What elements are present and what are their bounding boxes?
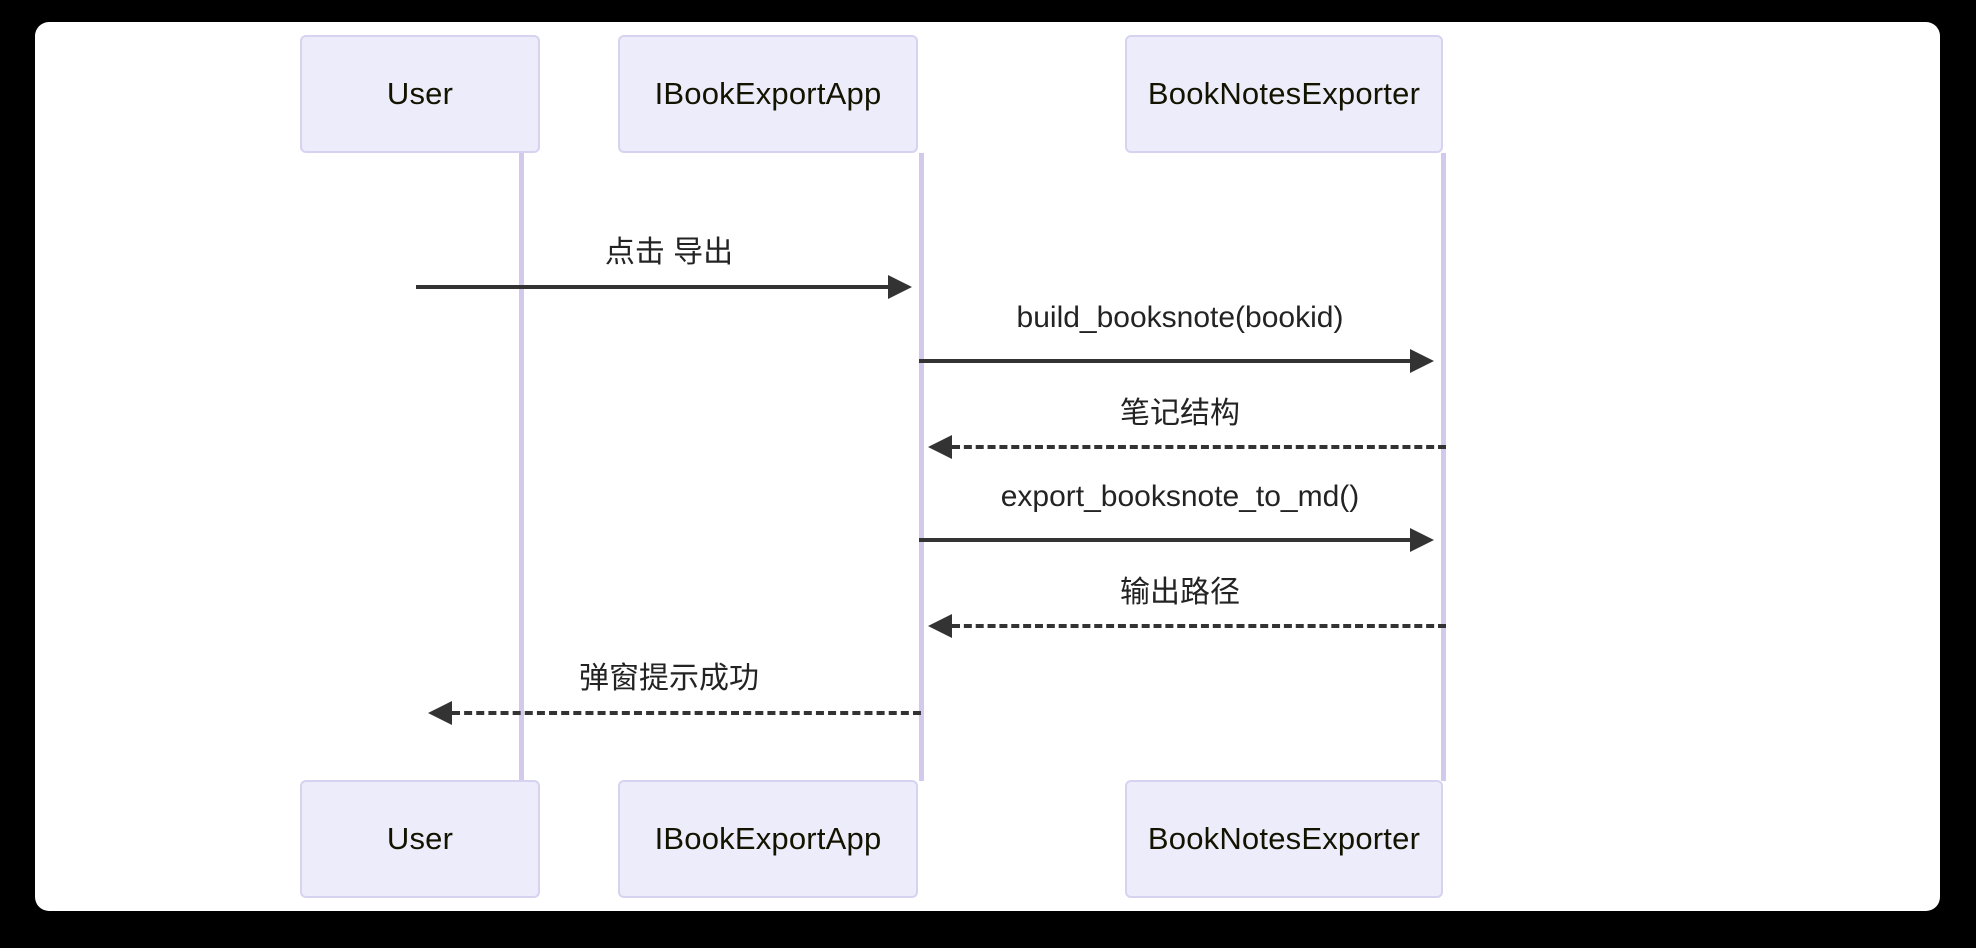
participant-label-booknotesexporter-top: BookNotesExporter	[1147, 76, 1421, 111]
participant-label-ibookexportapp-top: IBookExportApp	[654, 76, 882, 111]
participant-label-user-top: User	[386, 76, 454, 111]
participant-box-user-bottom[interactable]: User	[300, 780, 540, 898]
lifeline-ibookexportapp	[919, 153, 924, 781]
message-label-2: build_booksnote(bookid)	[1016, 301, 1344, 334]
participant-label-booknotesexporter-bottom: BookNotesExporter	[1147, 821, 1421, 856]
sequence-diagram: User IBookExportApp BookNotesExporter 点击…	[35, 22, 1940, 911]
message-label-6: 弹窗提示成功	[579, 662, 759, 695]
participant-box-booknotesexporter-bottom[interactable]: BookNotesExporter	[1125, 780, 1443, 898]
diagram-canvas: User IBookExportApp BookNotesExporter 点击…	[35, 22, 1940, 911]
participant-box-ibookexportapp-top[interactable]: IBookExportApp	[618, 35, 918, 153]
participant-label-ibookexportapp-bottom: IBookExportApp	[654, 821, 882, 856]
lifeline-booknotesexporter	[1441, 153, 1446, 781]
message-arrowhead-3	[928, 435, 952, 459]
participant-label-user-bottom: User	[386, 821, 454, 856]
message-arrowhead-6	[428, 701, 452, 725]
message-arrowhead-2	[1410, 349, 1434, 373]
message-label-4: export_booksnote_to_md()	[1000, 480, 1360, 513]
message-line-6	[452, 711, 921, 715]
lifeline-user	[519, 153, 524, 781]
message-arrowhead-5	[928, 614, 952, 638]
message-label-1: 点击 导出	[604, 236, 734, 269]
message-line-4	[919, 538, 1410, 542]
participant-box-ibookexportapp-bottom[interactable]: IBookExportApp	[618, 780, 918, 898]
message-line-2	[919, 359, 1410, 363]
message-label-3: 笔记结构	[1120, 397, 1240, 430]
message-arrowhead-1	[888, 275, 912, 299]
message-line-1	[416, 285, 888, 289]
message-label-5: 输出路径	[1120, 576, 1240, 609]
participant-box-user-top[interactable]: User	[300, 35, 540, 153]
message-line-3	[952, 445, 1446, 449]
participant-box-booknotesexporter-top[interactable]: BookNotesExporter	[1125, 35, 1443, 153]
message-arrowhead-4	[1410, 528, 1434, 552]
message-line-5	[952, 624, 1446, 628]
